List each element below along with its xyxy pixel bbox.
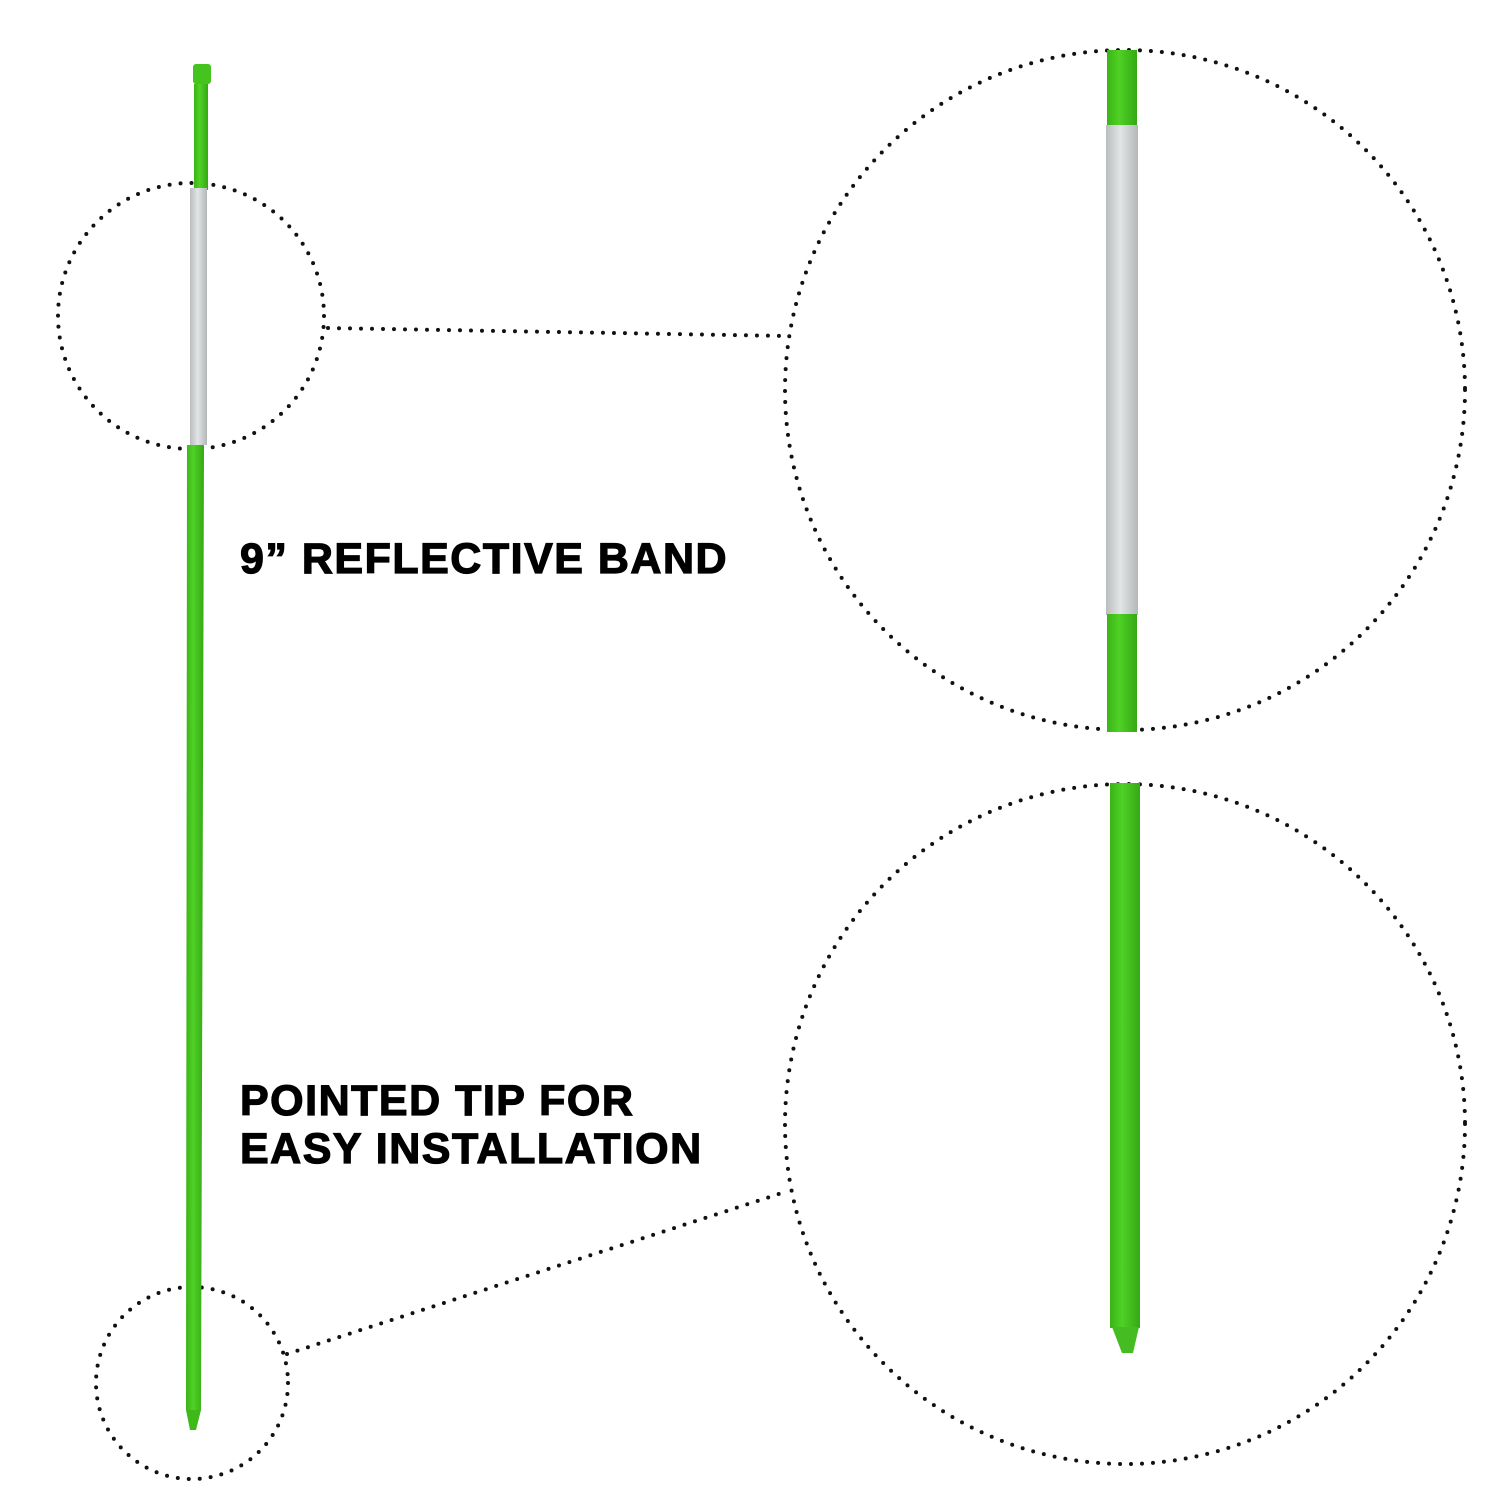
full-pole [186, 64, 211, 1430]
connector-line-bottom [285, 1189, 790, 1356]
pointed-tip-callout-line1: POINTED TIP FOR [239, 1076, 635, 1125]
reflective-band [190, 188, 207, 445]
connector-line-top [326, 326, 788, 338]
pointed-tip-callout-line2: EASY INSTALLATION [239, 1124, 703, 1173]
reflective-band-callout: 9” REFLECTIVE BAND [239, 534, 729, 583]
zoomed-band-pole [1106, 50, 1138, 732]
large-bottom-magnify-circle [783, 782, 1467, 1466]
large-top-magnify-circle [783, 48, 1467, 732]
zoomed-tip-pole [1110, 783, 1140, 1353]
